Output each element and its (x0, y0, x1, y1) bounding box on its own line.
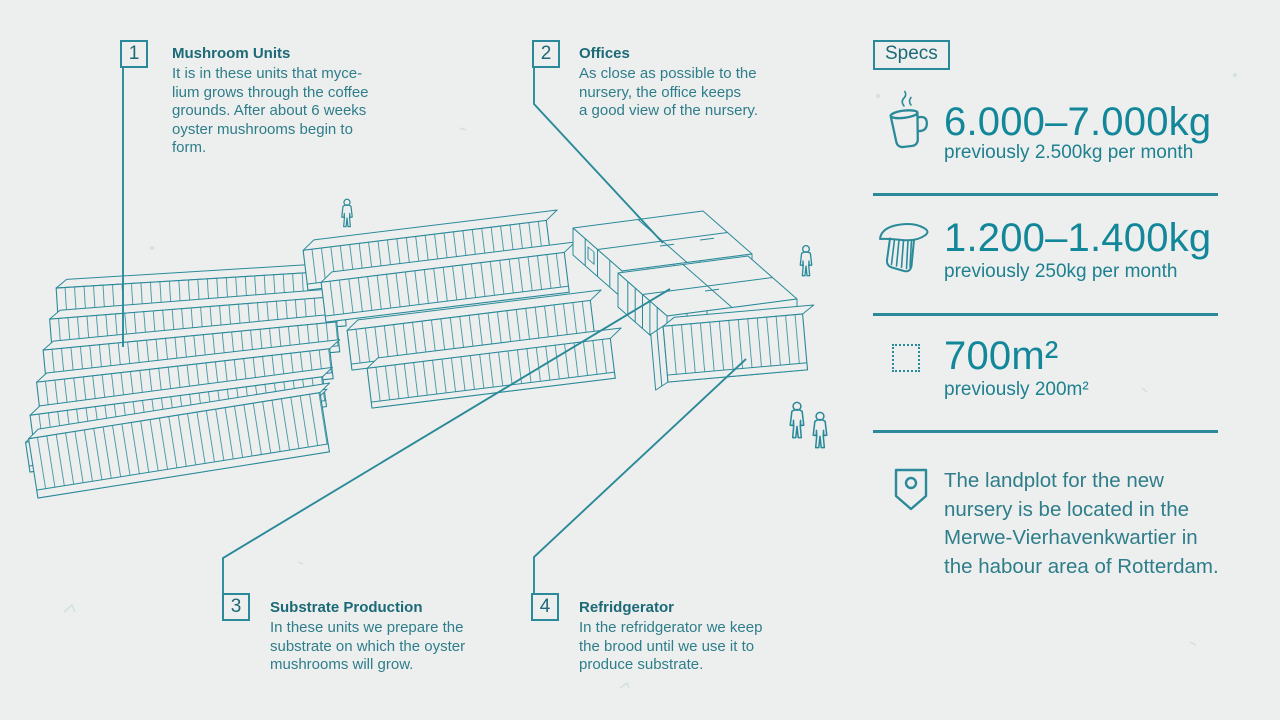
callout-number-box: 4 (531, 593, 559, 621)
callout-number: 4 (539, 596, 551, 617)
note-line: The landplot for the new (944, 469, 1164, 492)
callout-text-line: oyster mushrooms begin to (172, 120, 353, 138)
callout-number: 1 (128, 43, 140, 64)
callout-text-line: substrate on which the oyster (270, 637, 466, 655)
callout-text-line: grounds. After about 6 weeks (172, 102, 367, 119)
callout-text-line: As close as possible to the (579, 65, 757, 82)
note-line: nursery is be located in the (944, 497, 1189, 521)
callout-text-line: mushrooms will grow. (270, 656, 414, 673)
spec-detail: previously 2.500kg per month (944, 142, 1194, 163)
spec-detail: previously 200m² (944, 379, 1089, 400)
note-line: the habour area of Rotterdam. (944, 554, 1219, 578)
background-specks (63, 72, 1238, 689)
callout-title: Offices (579, 45, 630, 62)
callout-number-box: 2 (532, 40, 560, 68)
separator (873, 313, 1218, 316)
note-line: Merwe-Vierhavenkwartier in (944, 526, 1198, 549)
spec-value: 6.000–7.000kg (944, 100, 1212, 144)
spec-value: 1.200–1.400kg (944, 216, 1212, 260)
callout-number: 3 (230, 596, 242, 617)
specs-label: Specs (873, 40, 950, 70)
area-outline-icon (892, 344, 920, 372)
mushroom-unit-container-rows (23, 260, 364, 499)
callout-text-line: In these units we prepare the (270, 619, 464, 636)
callout-text-line: produce substrate. (579, 656, 704, 673)
callout-title: Refridgerator (579, 599, 675, 616)
callout-number-box: 3 (222, 593, 250, 621)
callout-text-line: nursery, the office keeps (579, 83, 742, 101)
spec-value: 700m² (944, 334, 1059, 378)
callout-title: Substrate Production (270, 599, 423, 616)
callout-leader-lines (122, 67, 747, 593)
callout-text-line: It is in these units that myce- (172, 65, 363, 82)
coffee-mug-icon (889, 90, 929, 149)
location-note: The landplot for the new nursery is be l… (944, 467, 1219, 581)
callout-text-line: lium grows through the coffee (172, 83, 369, 101)
callout-number: 2 (540, 43, 552, 64)
callout-title: Mushroom Units (172, 45, 291, 62)
separator (873, 430, 1218, 433)
callout-text-line: a good view of the nursery. (579, 102, 758, 119)
separator (873, 193, 1218, 196)
callout-text-line: the brood until we use it to (579, 637, 755, 655)
callout-text-line: In the refridgerator we keep (579, 619, 763, 636)
callout-text-line: form. (172, 139, 207, 156)
callout-number-box: 1 (120, 40, 148, 68)
spec-detail: previously 250kg per month (944, 261, 1178, 282)
location-pin-icon (894, 468, 928, 511)
mushroom-icon (879, 222, 929, 273)
refrigerator-container (650, 304, 815, 391)
